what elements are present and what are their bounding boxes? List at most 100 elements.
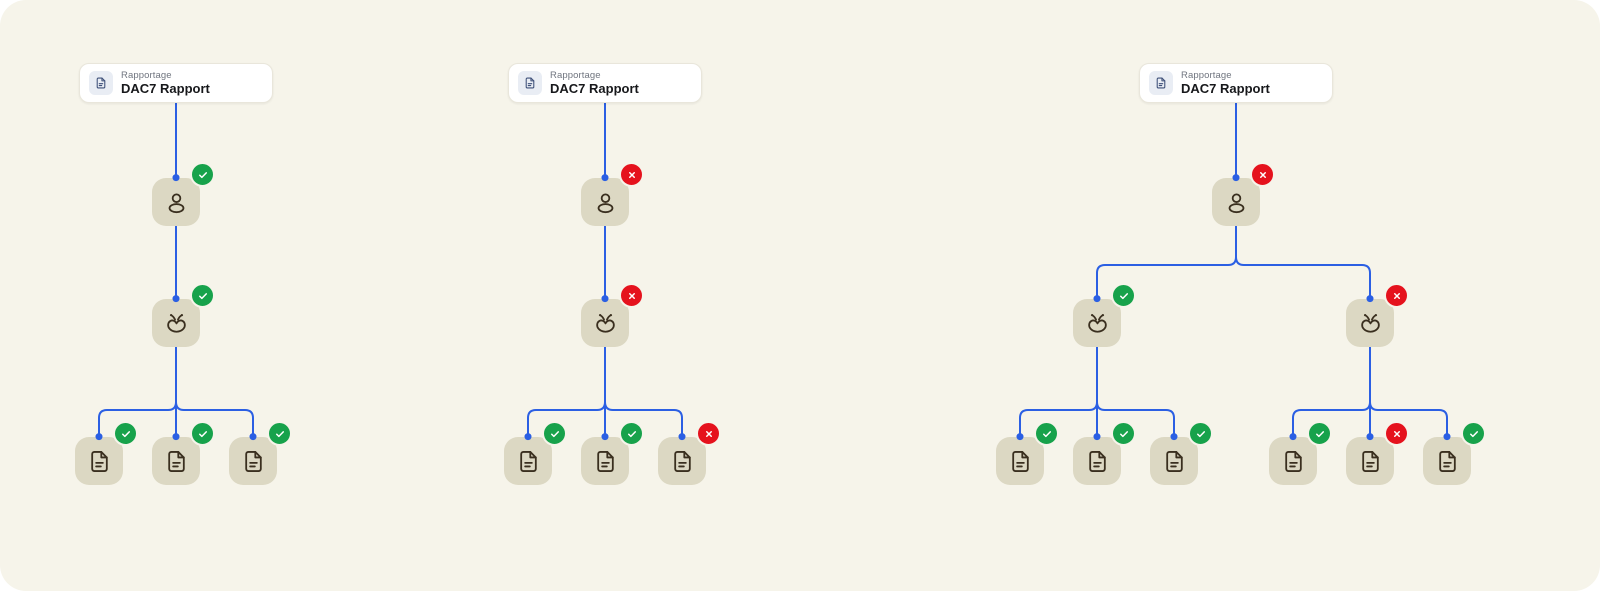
document-icon	[596, 450, 614, 472]
person-icon	[597, 192, 613, 213]
moth-node[interactable]	[1073, 283, 1136, 347]
status-badge	[619, 421, 644, 446]
document-node[interactable]	[1269, 421, 1332, 485]
report-node[interactable]: Rapportage DAC7 Rapport	[1139, 63, 1333, 103]
status-badge	[267, 421, 292, 446]
card-text: Rapportage DAC7 Rapport	[121, 70, 210, 97]
document-node[interactable]	[1150, 421, 1213, 485]
moth-icon	[1087, 313, 1107, 333]
connector-line	[175, 347, 254, 437]
connector-line	[1369, 347, 1448, 437]
status-badge	[1034, 421, 1059, 446]
document-icon	[1088, 450, 1106, 472]
document-node[interactable]	[658, 421, 721, 485]
status-badge	[1111, 283, 1136, 308]
moth-node[interactable]	[581, 283, 644, 347]
check-icon	[198, 171, 207, 178]
document-icon	[519, 450, 537, 472]
moth-node[interactable]	[152, 283, 215, 347]
check-icon	[275, 430, 284, 437]
document-icon	[96, 77, 106, 89]
check-icon	[198, 430, 207, 437]
card-text: Rapportage DAC7 Rapport	[550, 70, 639, 97]
connector-dot	[601, 433, 609, 441]
check-icon	[121, 430, 130, 437]
connector-line	[1019, 347, 1098, 437]
person-node[interactable]	[1212, 162, 1275, 226]
card-tag: Rapportage	[121, 69, 172, 81]
connector-dot	[1170, 433, 1178, 441]
document-icon	[167, 450, 185, 472]
connector-dot	[172, 433, 180, 441]
document-icon	[244, 450, 262, 472]
status-badge	[1111, 421, 1136, 446]
check-icon	[1315, 430, 1324, 437]
document-icon	[1284, 450, 1302, 472]
connector-dot	[1366, 295, 1374, 303]
document-node[interactable]	[504, 421, 567, 485]
connector-dot	[1093, 295, 1101, 303]
document-icon	[1361, 450, 1379, 472]
connector-dot	[172, 174, 180, 182]
document-icon	[90, 450, 108, 472]
connector-dot	[601, 174, 609, 182]
status-badge	[190, 162, 215, 187]
person-node[interactable]	[152, 162, 215, 226]
document-node[interactable]	[1346, 421, 1409, 485]
connector-dot	[1232, 174, 1240, 182]
document-node[interactable]	[581, 421, 644, 485]
document-node[interactable]	[1073, 421, 1136, 485]
document-icon	[1165, 450, 1183, 472]
report-node[interactable]: Rapportage DAC7 Rapport	[79, 63, 273, 103]
connector-line	[527, 347, 606, 437]
document-node[interactable]	[152, 421, 215, 485]
status-badge	[190, 283, 215, 308]
status-badge	[619, 162, 644, 187]
status-badge	[113, 421, 138, 446]
connector-line	[1235, 226, 1371, 299]
status-badge	[1461, 421, 1486, 446]
connector-dot	[95, 433, 103, 441]
person-icon	[1228, 192, 1244, 213]
check-icon	[1119, 292, 1128, 299]
document-node[interactable]	[996, 421, 1059, 485]
moth-icon	[166, 313, 186, 333]
status-badge	[619, 283, 644, 308]
status-badge	[1384, 283, 1409, 308]
document-node[interactable]	[229, 421, 292, 485]
connector-dot	[601, 295, 609, 303]
document-node[interactable]	[75, 421, 138, 485]
report-icon-box	[1149, 71, 1173, 95]
x-icon	[1393, 430, 1400, 437]
status-badge	[1384, 421, 1409, 446]
moth-icon	[1360, 313, 1380, 333]
document-icon	[1438, 450, 1456, 472]
document-icon	[1156, 77, 1166, 89]
person-node[interactable]	[581, 162, 644, 226]
connector-dot	[524, 433, 532, 441]
check-icon	[1042, 430, 1051, 437]
card-tag: Rapportage	[1181, 69, 1232, 81]
connector-dot	[1016, 433, 1024, 441]
document-icon	[673, 450, 691, 472]
connector-line	[1292, 347, 1371, 437]
status-badge	[1250, 162, 1275, 187]
card-title: DAC7 Rapport	[1181, 80, 1270, 96]
card-tag: Rapportage	[550, 69, 601, 81]
connector-line	[1096, 347, 1175, 437]
connector-dot	[1443, 433, 1451, 441]
document-icon	[1011, 450, 1029, 472]
connector-line	[604, 347, 683, 437]
moth-node[interactable]	[1346, 283, 1409, 347]
person-icon	[168, 192, 184, 213]
check-icon	[1196, 430, 1205, 437]
document-node[interactable]	[1423, 421, 1486, 485]
card-title: DAC7 Rapport	[550, 80, 639, 96]
status-badge	[542, 421, 567, 446]
report-node[interactable]: Rapportage DAC7 Rapport	[508, 63, 702, 103]
connector-dot	[1093, 433, 1101, 441]
card-text: Rapportage DAC7 Rapport	[1181, 70, 1270, 97]
x-icon	[628, 171, 635, 178]
status-badge	[696, 421, 721, 446]
